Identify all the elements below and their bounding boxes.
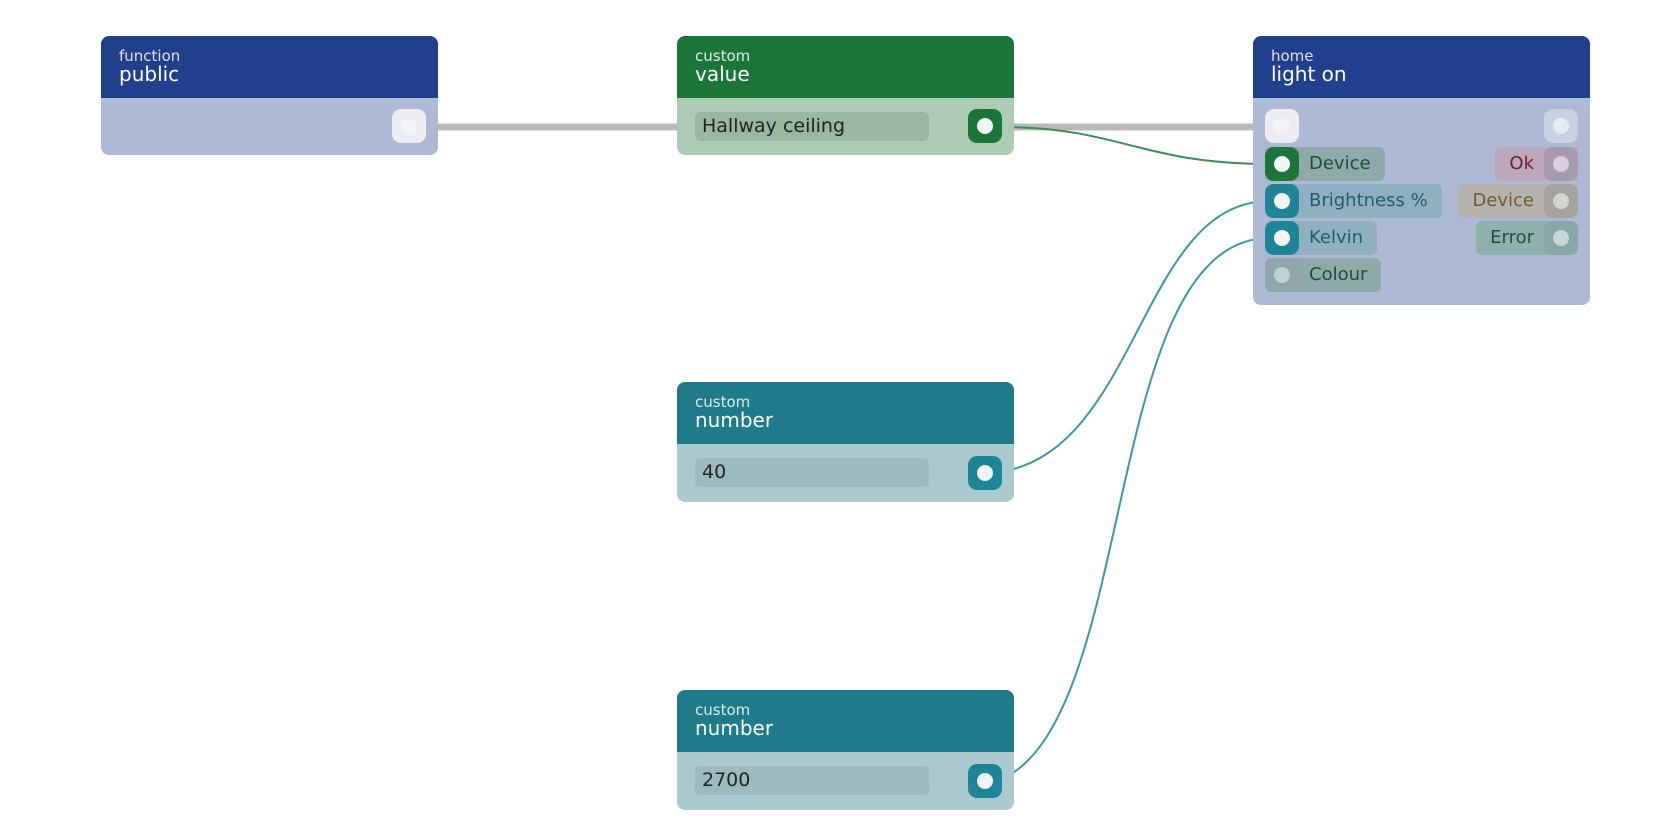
flow-output-port[interactable] bbox=[1544, 109, 1578, 143]
node-header[interactable]: custom number bbox=[677, 690, 1014, 752]
node-title: number bbox=[695, 408, 774, 432]
node-custom-number[interactable]: custom number 40 bbox=[677, 382, 1014, 502]
node-body: 40 bbox=[677, 444, 1014, 502]
input-kelvin[interactable]: Kelvin bbox=[1265, 221, 1378, 255]
device-input-port[interactable] bbox=[1265, 147, 1299, 181]
node-header[interactable]: custom number bbox=[677, 382, 1014, 444]
input-label: Kelvin bbox=[1309, 227, 1364, 248]
device-output-port[interactable] bbox=[1544, 184, 1578, 218]
number-output-port[interactable] bbox=[968, 764, 1002, 798]
error-output-port[interactable] bbox=[1544, 221, 1578, 255]
input-label: Colour bbox=[1309, 264, 1368, 285]
wire-number-2700-to-kelvin bbox=[999, 237, 1271, 781]
ok-output-port[interactable] bbox=[1544, 147, 1578, 181]
output-label: Device bbox=[1472, 190, 1534, 211]
node-header[interactable]: home light on bbox=[1253, 36, 1590, 98]
node-body: Hallway ceiling bbox=[677, 98, 1014, 155]
node-category-label: function bbox=[119, 47, 181, 65]
output-label: Ok bbox=[1509, 153, 1534, 174]
input-device[interactable]: Device bbox=[1265, 147, 1385, 181]
node-category-label: custom bbox=[695, 47, 751, 65]
output-device[interactable]: Device bbox=[1458, 184, 1578, 218]
node-title: number bbox=[695, 716, 774, 740]
number-input[interactable]: 40 bbox=[695, 458, 929, 487]
node-title: light on bbox=[1271, 62, 1347, 86]
node-body: 2700 bbox=[677, 752, 1014, 810]
value-input[interactable]: Hallway ceiling bbox=[695, 112, 929, 141]
node-category-label: custom bbox=[695, 701, 751, 719]
output-error[interactable]: Error bbox=[1476, 221, 1578, 255]
flow-input-port[interactable] bbox=[1265, 109, 1299, 143]
node-header[interactable]: function public bbox=[101, 36, 438, 98]
input-colour[interactable]: Colour bbox=[1265, 258, 1382, 292]
number-output-port[interactable] bbox=[968, 456, 1002, 490]
node-category-label: custom bbox=[695, 393, 751, 411]
number-input[interactable]: 2700 bbox=[695, 766, 929, 795]
value-output-port[interactable] bbox=[968, 109, 1002, 143]
flow-output-port[interactable] bbox=[392, 109, 426, 143]
node-category-label: home bbox=[1271, 47, 1314, 65]
output-ok[interactable]: Ok bbox=[1495, 147, 1578, 181]
node-title: value bbox=[695, 62, 750, 86]
input-label: Device bbox=[1309, 153, 1371, 174]
kelvin-input-port[interactable] bbox=[1265, 221, 1299, 255]
node-custom-number[interactable]: custom number 2700 bbox=[677, 690, 1014, 810]
wire-number-40-to-brightness bbox=[999, 200, 1271, 473]
wire-value-to-device bbox=[999, 126, 1271, 165]
colour-input-port[interactable] bbox=[1265, 258, 1299, 292]
node-title: public bbox=[119, 62, 180, 86]
node-function-public[interactable]: function public bbox=[101, 36, 438, 155]
node-custom-value[interactable]: custom value Hallway ceiling bbox=[677, 36, 1014, 155]
node-home-light-on[interactable]: home light on Device Brightness % Kelvin… bbox=[1253, 36, 1590, 305]
brightness-input-port[interactable] bbox=[1265, 184, 1299, 218]
output-label: Error bbox=[1490, 227, 1534, 248]
input-brightness[interactable]: Brightness % bbox=[1265, 184, 1442, 218]
node-body bbox=[101, 98, 438, 155]
node-header[interactable]: custom value bbox=[677, 36, 1014, 98]
input-label: Brightness % bbox=[1309, 190, 1428, 211]
node-body: Device Brightness % Kelvin Colour Ok Dev… bbox=[1253, 98, 1590, 305]
